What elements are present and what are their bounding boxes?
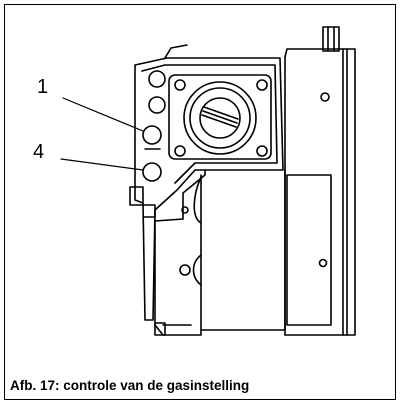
valve-front-plate [129, 44, 284, 321]
test-nipples [142, 70, 166, 182]
callout-leaders [60, 97, 144, 171]
valve-lower-body [154, 56, 332, 336]
figure-frame: 1 4 Afb. 17: controle van de gasinstelli… [4, 4, 396, 400]
figure-caption: Afb. 17: controle van de gasinstelling [10, 378, 250, 393]
leader-line-1 [62, 97, 144, 132]
valve-rear-housing [284, 26, 356, 336]
callout-label-4: 4 [33, 141, 45, 163]
callout-label-1: 1 [37, 76, 49, 98]
regulator-cap [168, 74, 272, 160]
leader-line-4 [60, 158, 144, 171]
gas-valve-drawing [60, 26, 356, 336]
